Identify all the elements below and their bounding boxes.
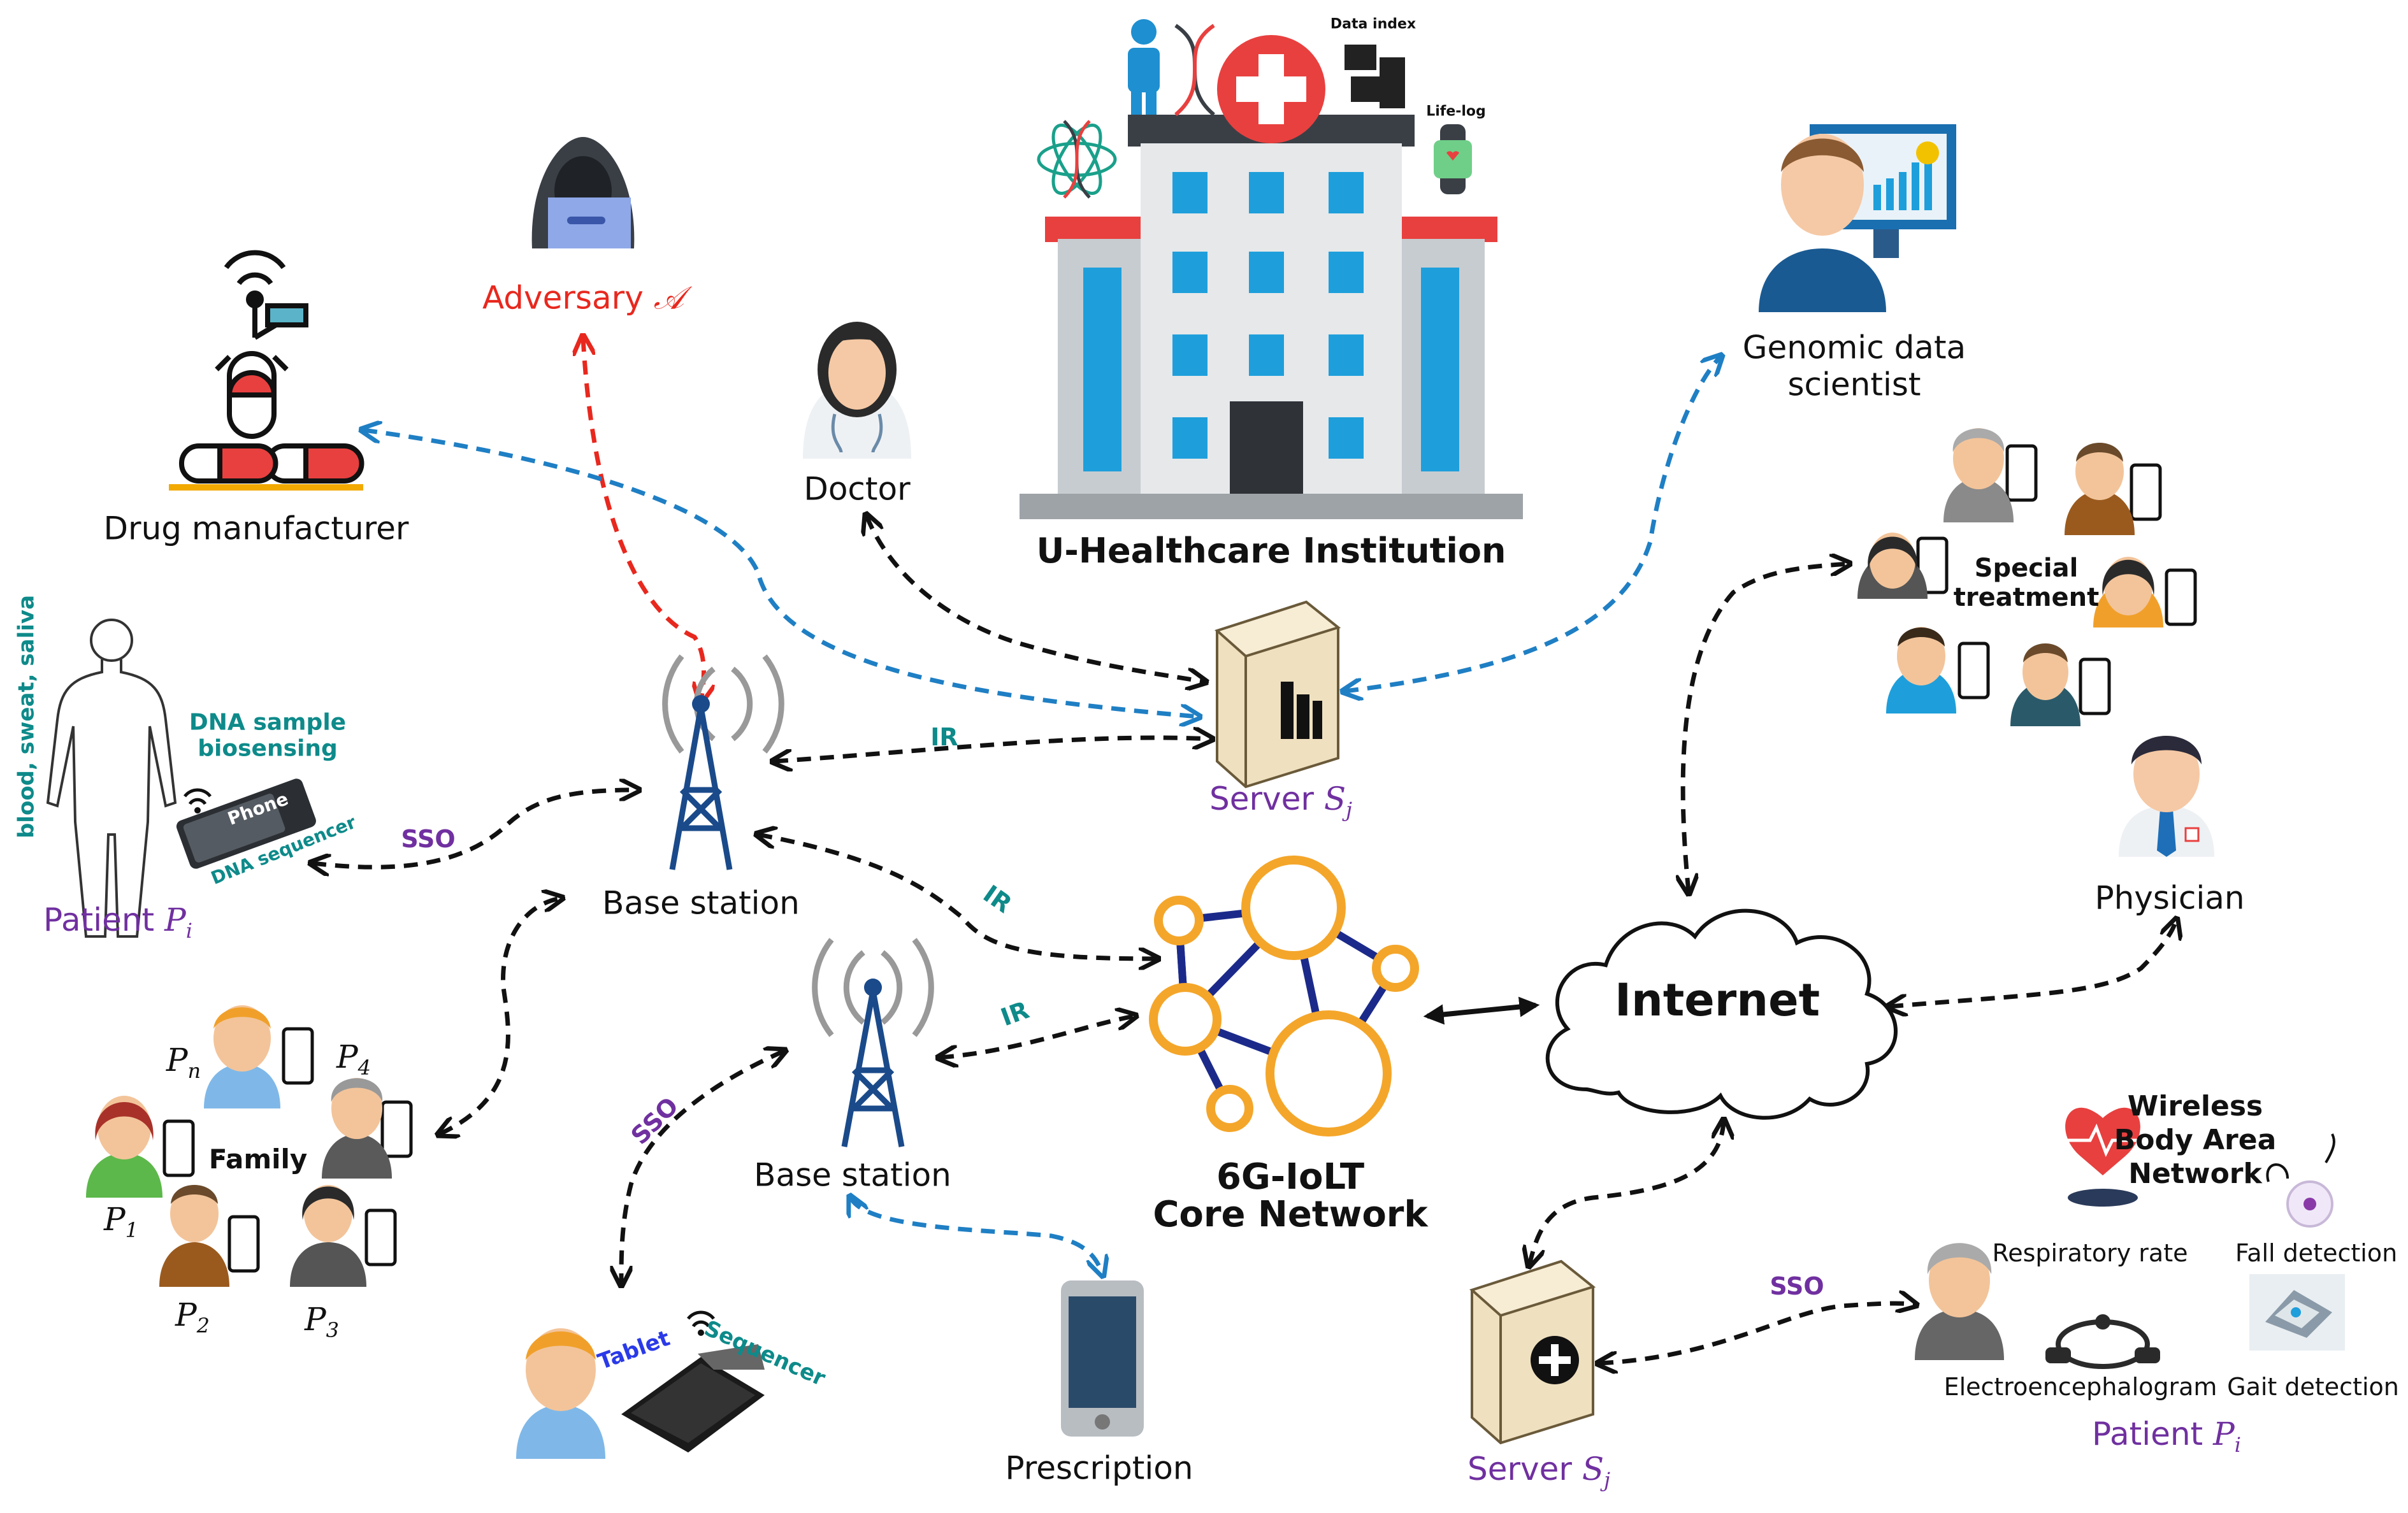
server-bottom-label: Server Sj <box>1467 1451 1611 1493</box>
link-core-internet <box>1423 996 1540 1025</box>
phone-icons <box>162 444 2197 1273</box>
data-index-label: Data index <box>1330 16 1417 32</box>
atom-dna-icon <box>1037 120 1117 199</box>
avatar <box>322 1078 392 1179</box>
bodily-fluids-label: blood, sweat, saliva <box>13 594 40 839</box>
link-basestation2-prescription <box>851 1198 1102 1274</box>
base-station-top-icon <box>662 654 784 870</box>
prescription-label: Prescription <box>1005 1449 1193 1487</box>
person-icon <box>1128 19 1160 115</box>
avatar <box>1857 533 1928 599</box>
avatar <box>86 1096 162 1198</box>
hospital-icon <box>1020 35 1523 519</box>
avatar <box>159 1185 229 1287</box>
hacker-icon <box>531 137 635 248</box>
special-treatment-label: Special treatment <box>1953 554 2100 612</box>
sso-label-3: SSO <box>1770 1272 1824 1301</box>
doctor-label: Doctor <box>804 470 911 508</box>
p1-label: P1 <box>103 1201 139 1243</box>
core-network-label: 6G-IoLT Core Network <box>1153 1156 1428 1235</box>
smartwatch-icon <box>1434 124 1472 194</box>
link-internet-server2 <box>1529 1121 1724 1265</box>
link-drugmaker-server <box>363 430 1198 717</box>
avatar <box>2065 443 2135 535</box>
wban-label: Wireless Body Area Network <box>2114 1089 2277 1190</box>
phone-sequencer-icon <box>176 778 316 869</box>
patient-left-label: Patient Pi <box>43 901 192 943</box>
family-label: Family <box>208 1143 308 1175</box>
link-basestation2-tablet <box>621 1051 784 1284</box>
respiratory-label: Respiratory rate <box>1992 1239 2188 1268</box>
internet-label: Internet <box>1614 973 1820 1026</box>
special-treatment-avatars <box>1857 428 2163 726</box>
dna-icon <box>1174 24 1215 117</box>
wban-patient-icon <box>1915 1243 2004 1360</box>
p3-label: P3 <box>304 1301 340 1343</box>
drug-manufacturer-label: Drug manufacturer <box>103 510 409 547</box>
drug-manufacturer-icon <box>169 250 364 491</box>
link-adversary-basestation <box>583 338 703 701</box>
eeg-icon <box>2045 1314 2160 1369</box>
link-internet-physician <box>1889 921 2176 1007</box>
internet-cloud-icon <box>1545 908 1898 1120</box>
server-top-label: Server Sj <box>1209 780 1353 822</box>
life-log-label: Life-log <box>1426 103 1486 120</box>
link-patient-basestation <box>312 790 637 867</box>
dna-sample-label: DNA sample biosensing <box>189 709 347 762</box>
base-station-bottom-icon <box>812 938 934 1147</box>
genomic-scientist-label: Genomic data scientist <box>1742 329 1966 403</box>
family-avatars <box>86 1005 392 1287</box>
avatar <box>1886 627 1956 713</box>
adversary-label: Adversary 𝒜 <box>482 279 684 317</box>
link-basestation-server <box>774 738 1211 761</box>
link-server2-patient <box>1599 1303 1915 1363</box>
sso-label-1: SSO <box>401 825 456 854</box>
link-internet-special <box>1683 564 1848 892</box>
doctor-icon <box>803 322 911 459</box>
ir-label-1: IR <box>930 723 958 752</box>
links <box>312 338 2176 1363</box>
physician-label: Physician <box>2094 879 2245 917</box>
p4-label: P4 <box>336 1038 371 1080</box>
prescription-phone-icon <box>1061 1280 1144 1437</box>
family-ellipsis: ⋯ <box>217 1142 242 1171</box>
p2-label: P2 <box>175 1296 210 1338</box>
human-body-icon <box>46 619 177 938</box>
institution-label: U-Healthcare Institution <box>1036 530 1506 571</box>
fall-detection-icon <box>2266 1133 2335 1228</box>
base-station-bottom-label: Base station <box>754 1156 951 1194</box>
gait-detection-label: Gait detection <box>2227 1373 2399 1402</box>
fall-detection-label: Fall detection <box>2235 1239 2398 1268</box>
gait-detection-icon <box>2249 1274 2345 1351</box>
link-basestation-core <box>758 835 1157 959</box>
server-bottom-icon <box>1469 1259 1596 1445</box>
scientist-icon <box>1759 124 1956 312</box>
eeg-label: Electroencephalogram <box>1943 1373 2217 1402</box>
avatar <box>204 1005 280 1108</box>
base-station-top-label: Base station <box>602 884 800 922</box>
data-index-icon <box>1345 45 1405 108</box>
avatar <box>290 1185 366 1287</box>
patient-right-label: Patient Pi <box>2092 1416 2241 1458</box>
link-basestation2-core <box>940 1016 1134 1058</box>
core-network-icon <box>1149 856 1419 1137</box>
physician-icon <box>2119 736 2214 857</box>
respiratory-icon <box>2065 1107 2140 1207</box>
link-scientist-server <box>1345 357 1720 691</box>
avatar <box>1943 428 2014 522</box>
patient-tablet-icon <box>516 1310 765 1459</box>
server-top-icon <box>1215 600 1341 789</box>
pn-label: Pn <box>166 1042 201 1084</box>
avatar <box>2010 643 2080 726</box>
link-family-basestation <box>440 898 561 1134</box>
avatar <box>2093 557 2163 627</box>
